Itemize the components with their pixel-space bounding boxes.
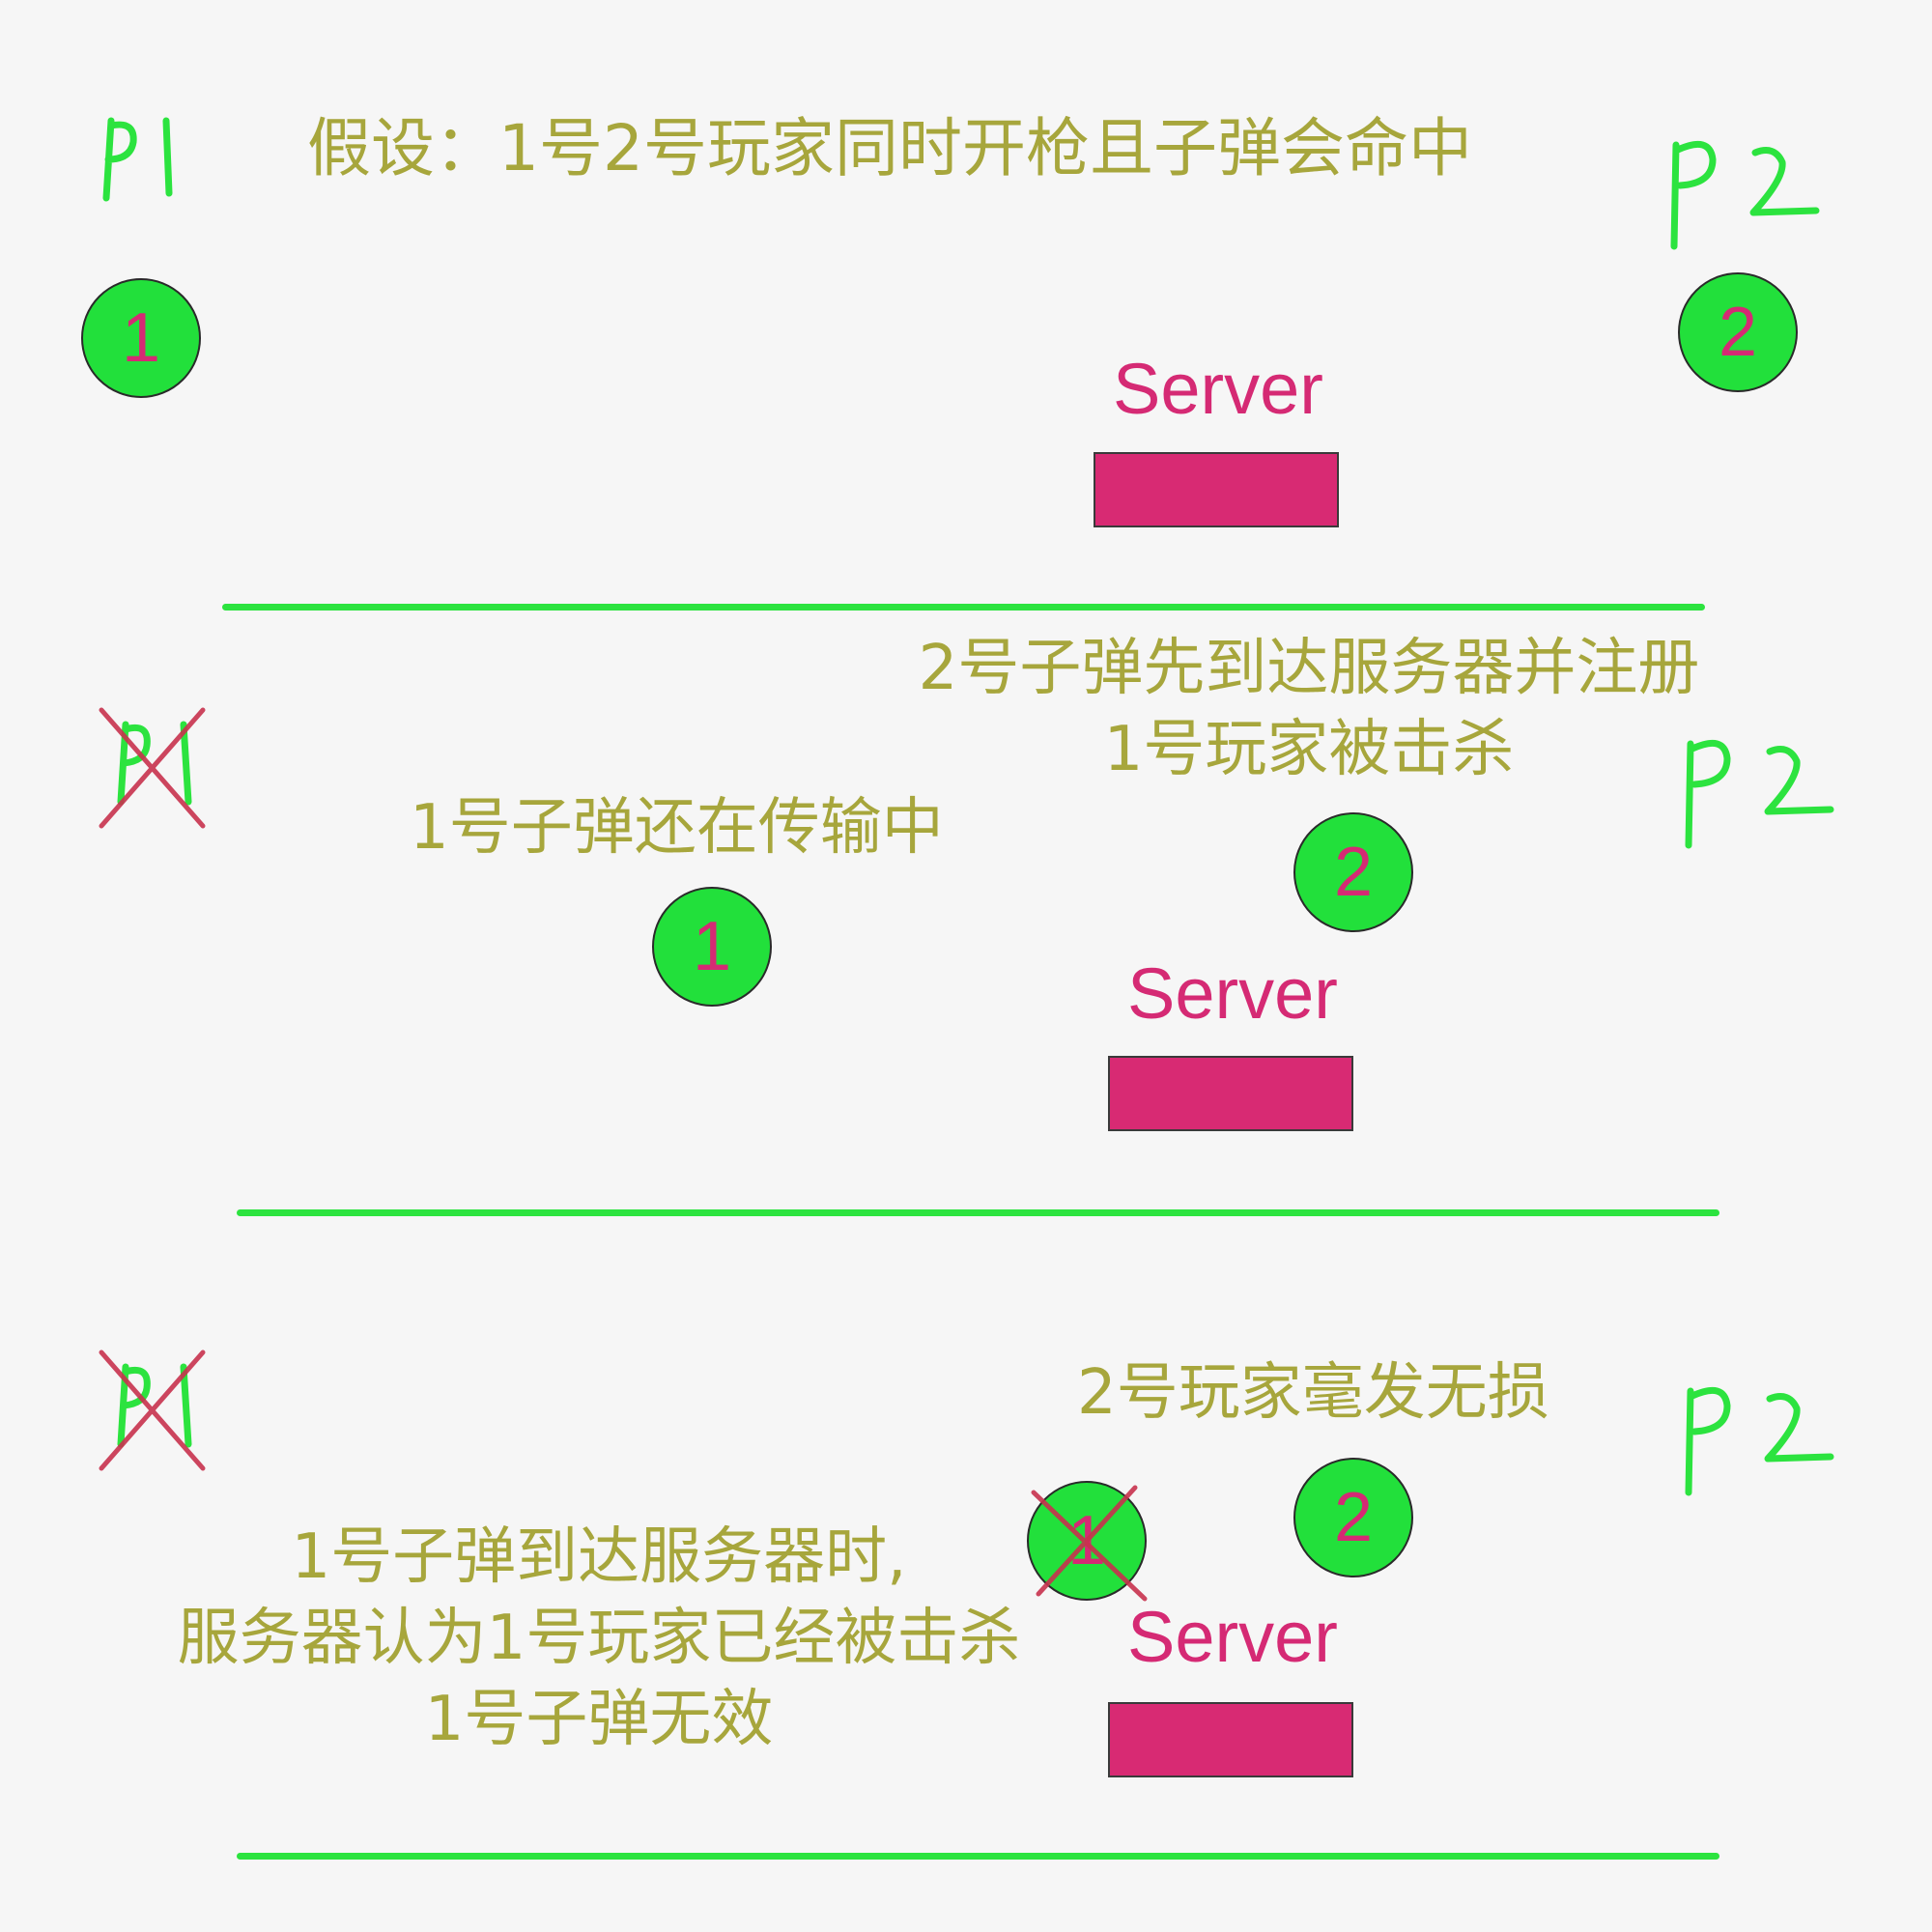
player-1-number: 1 [121,299,161,377]
p2-handwritten-label [1685,1386,1834,1496]
player-2-circle: 2 [1293,812,1413,932]
panel-divider [222,604,1705,611]
player-2-number: 2 [1718,294,1758,371]
server-box [1108,1056,1353,1131]
server-box [1108,1702,1353,1777]
panel2-left-note: 1号子弹还在传输中 [410,792,944,864]
p1-crossed-label [99,1350,206,1471]
server-label: Server [1127,1597,1338,1677]
server-label: Server [1113,349,1323,429]
bullet-1-cross-mark [1031,1485,1148,1602]
diagram-title: 假设：1号2号玩家同时开枪且子弹会命中 [307,111,1472,185]
server-box [1094,452,1339,527]
panel-divider [237,1853,1719,1860]
player-2-circle: 2 [1678,272,1798,392]
player-2-circle: 2 [1293,1458,1413,1577]
player-2-number: 2 [1333,834,1374,911]
bullet-1-number: 1 [692,908,732,985]
p2-handwritten-label [1685,739,1834,849]
panel2-right-note: 2号子弹先到达服务器并注册 1号玩家被击杀 [860,628,1758,790]
panel3-note-line1: 1号子弹到达服务器时, [291,1521,907,1593]
panel3-left-note: 1号子弹到达服务器时, 服务器认为1号玩家已经被击杀 1号子弹无效 [106,1517,1092,1760]
panel-divider [237,1209,1719,1216]
bullet-1-circle: 1 [652,887,772,1007]
panel3-note-line3: 1号子弹无效 [424,1684,774,1755]
p2-handwritten-label [1670,140,1820,250]
bullet-1-invalid-circle: 1 [1027,1481,1147,1601]
panel3-right-note: 2号玩家毫发无损 [1077,1357,1549,1429]
player-2-number: 2 [1333,1479,1374,1556]
p1-crossed-label [99,707,206,829]
server-label: Server [1127,953,1338,1034]
panel2-note-line2: 1号玩家被击杀 [1103,714,1515,785]
p1-handwritten-label [102,117,173,202]
panel3-note-line2: 服务器认为1号玩家已经被击杀 [177,1603,1021,1674]
panel2-note-line1: 2号子弹先到达服务器并注册 [918,633,1700,704]
player-1-circle: 1 [81,278,201,398]
